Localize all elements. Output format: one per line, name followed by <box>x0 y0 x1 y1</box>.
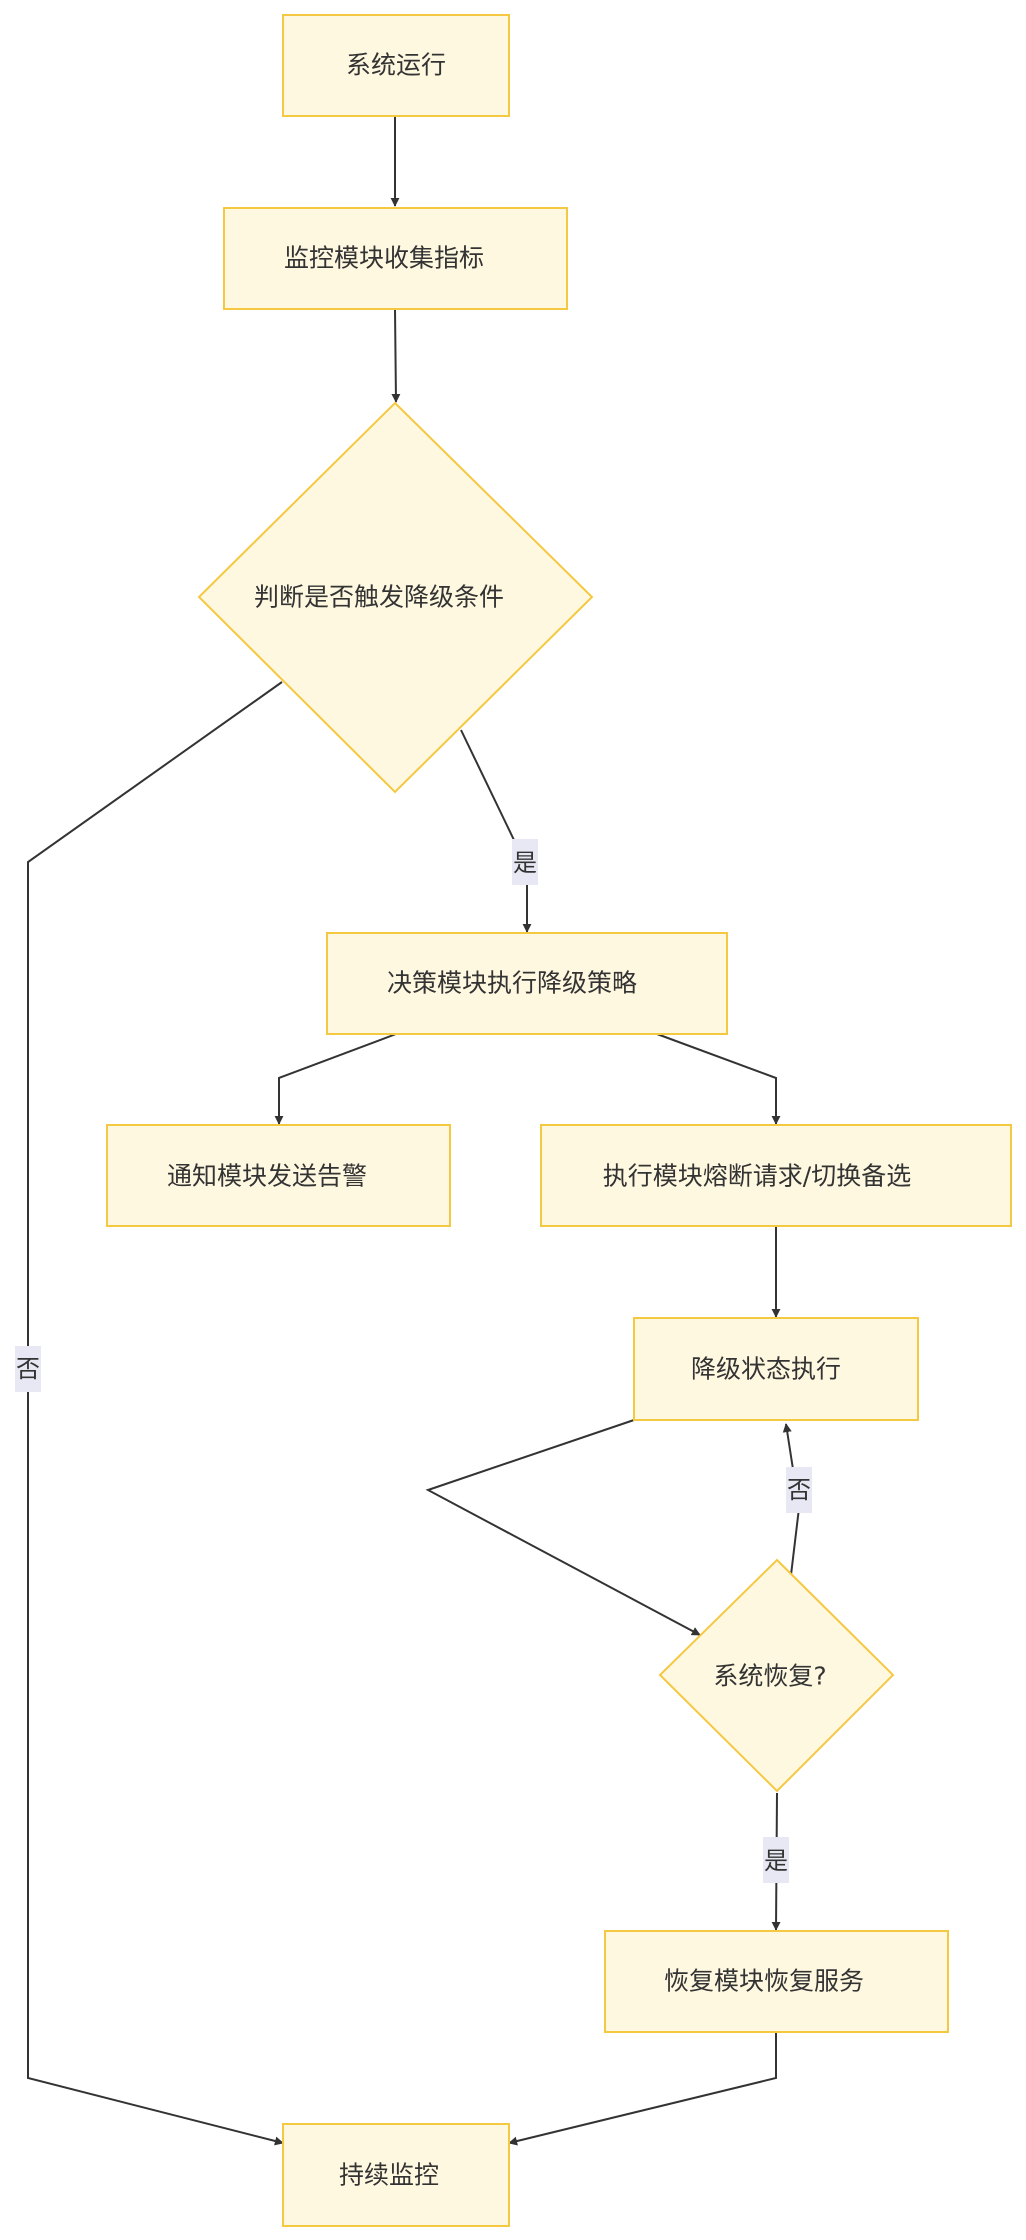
node-degraded-state-label: 降级状态执行 <box>691 1355 841 1384</box>
edge-degraded-to-recovered <box>425 1419 701 1636</box>
edges <box>27 116 801 2146</box>
node-notify-alert: 通知模块发送告警 <box>106 1124 451 1227</box>
node-system-running-label: 系统运行 <box>346 51 446 80</box>
node-recovery-restore: 恢复模块恢复服务 <box>604 1930 949 2033</box>
edge-check-no-to-continue <box>27 681 284 2146</box>
node-decision-execute: 决策模块执行降级策略 <box>326 932 728 1035</box>
node-system-recovered-label: 系统恢复? <box>713 1662 826 1691</box>
node-system-recovered: 系统恢复? <box>658 1558 895 1793</box>
edge-label-recovered-no-text: 否 <box>787 1476 811 1504</box>
edge-decision-to-fuse <box>656 1033 781 1125</box>
node-execute-fuse: 执行模块熔断请求/切换备选 <box>540 1124 1012 1227</box>
node-continue-monitor: 持续监控 <box>282 2123 510 2227</box>
edge-label-trigger-yes: 是 <box>512 839 538 885</box>
edge-label-recovered-no: 否 <box>786 1467 812 1513</box>
node-execute-fuse-label: 执行模块熔断请求/切换备选 <box>603 1162 911 1191</box>
edge-label-trigger-yes-text: 是 <box>513 849 537 877</box>
node-degraded-state: 降级状态执行 <box>633 1317 919 1421</box>
node-recovery-restore-label: 恢复模块恢复服务 <box>664 1967 864 1996</box>
edge-check-yes-to-decision <box>460 729 532 933</box>
edge-decision-to-notify <box>274 1033 397 1125</box>
edge-monitor-to-check <box>391 308 401 403</box>
node-continue-monitor-label: 持续监控 <box>339 2161 439 2190</box>
node-notify-alert-label: 通知模块发送告警 <box>167 1162 367 1191</box>
node-decision-execute-label: 决策模块执行降级策略 <box>387 969 637 998</box>
node-check-trigger-label: 判断是否触发降级条件 <box>254 583 504 612</box>
node-monitor-collect-label: 监控模块收集指标 <box>284 244 484 273</box>
edge-label-recovered-yes-text: 是 <box>764 1847 788 1875</box>
edge-label-recovered-yes: 是 <box>763 1837 789 1883</box>
node-check-trigger: 判断是否触发降级条件 <box>197 401 594 794</box>
node-system-running: 系统运行 <box>282 14 510 117</box>
edge-label-trigger-no: 否 <box>15 1346 41 1392</box>
edge-restore-to-continue <box>508 2033 777 2146</box>
node-monitor-collect: 监控模块收集指标 <box>223 207 568 310</box>
edge-label-trigger-no-text: 否 <box>16 1355 40 1383</box>
